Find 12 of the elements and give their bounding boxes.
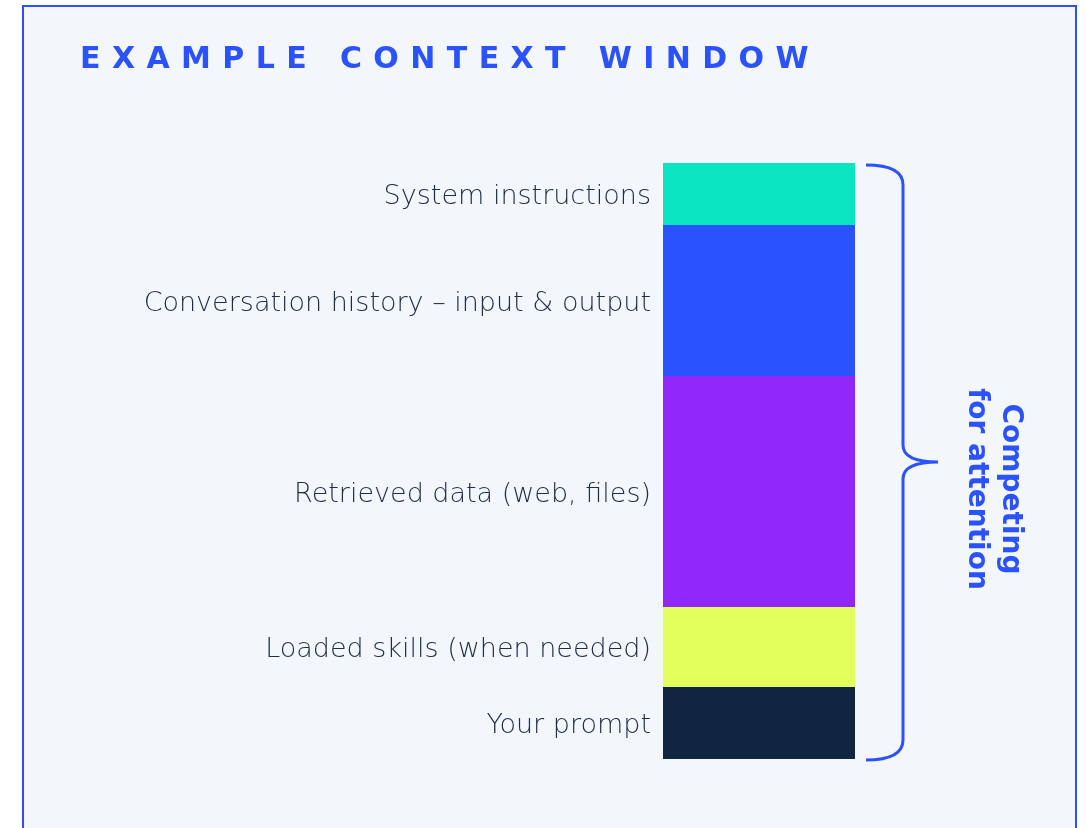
bar-segment bbox=[663, 163, 855, 225]
title: EXAMPLE CONTEXT WINDOW bbox=[80, 40, 820, 75]
segment-label: Your prompt bbox=[486, 707, 651, 739]
bracket-label: Competing for attention bbox=[961, 387, 1029, 592]
bar-segment bbox=[663, 687, 855, 759]
bar-segment bbox=[663, 225, 855, 376]
bar-segment bbox=[663, 376, 855, 607]
segment-label: Loaded skills (when needed) bbox=[265, 631, 651, 663]
segment-label: Retrieved data (web, files) bbox=[294, 476, 651, 507]
bar-segment bbox=[663, 607, 855, 687]
segment-label: Conversation history – input & output bbox=[143, 285, 651, 316]
segment-label: System instructions bbox=[383, 178, 651, 210]
